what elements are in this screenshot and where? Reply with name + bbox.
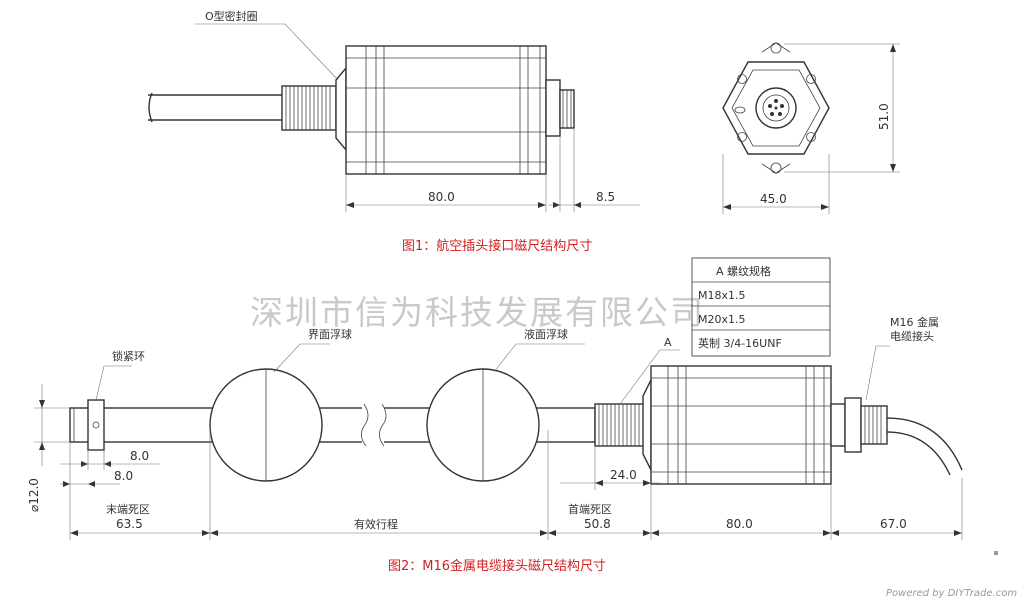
fig1-dim-80: 80.0: [428, 190, 455, 204]
fig1-cable: [148, 94, 282, 121]
fig1-connector-thread: [562, 90, 572, 128]
fig2-head-body: [650, 365, 832, 485]
fig1-dim-arrows-85: [553, 202, 581, 208]
fig2-thread-leader: [619, 349, 680, 405]
fig2-head-edges: [651, 377, 831, 473]
fig2-gland-label-1: M16 金属: [890, 315, 939, 329]
fig2-break-symbol: [361, 403, 387, 447]
fig1-dim-51: 51.0: [877, 103, 891, 130]
watermark: 深圳市信为科技发展有限公司: [250, 293, 705, 332]
thread-row-2: M20x1.5: [698, 313, 746, 326]
fig2-stroke-label: 有效行程: [354, 517, 398, 531]
fig2-lock-ring: [87, 399, 105, 451]
thread-table-rules: [692, 281, 830, 331]
fig2-liquid-leader: [493, 343, 585, 373]
fig1-oring-label: O型密封圈: [205, 9, 258, 23]
fig2-dim-cable: 67.0: [880, 517, 907, 531]
fig2-gland-nut: [844, 397, 862, 453]
fig1-height-extensions: [784, 43, 900, 173]
thread-spec-table: A 螺纹规格 M18x1.5 M20x1.5 英制 3/4-16UNF: [691, 257, 831, 357]
fig2-head-bands: [667, 366, 825, 484]
fig1-oring-leader: [195, 23, 339, 81]
fig1-dim-45: 45.0: [760, 192, 787, 206]
fig2-gland-base: [830, 403, 846, 447]
fig2-hex-nut: [642, 379, 652, 471]
fig1-body-edges: [346, 57, 546, 163]
fig2-end-dead-label: 末端死区: [106, 502, 150, 516]
fig2-assembly: 锁紧环 界面浮球 液面浮球 A M16 金属 电缆接头 ⌀12.0 8.0 8.…: [27, 315, 963, 540]
fig2-cable: [886, 417, 963, 476]
fig1-cable-cut: [148, 92, 153, 123]
fig2-dim-extensions: [69, 430, 963, 540]
fig2-dim-dia: ⌀12.0: [27, 478, 41, 512]
fig2-dim-8b: 8.0: [114, 469, 133, 483]
thread-table-header: A 螺纹规格: [716, 264, 771, 278]
fig2-gland-label-2: 电缆接头: [890, 330, 934, 343]
fig1-connector-inner: [762, 94, 790, 122]
fig1-side-view: O型密封圈 80.0 8.5: [148, 9, 640, 212]
fig2-caption: 图2：M16金属电缆接头磁尺结构尺寸: [388, 558, 606, 574]
fig1-thread-fitting: [281, 85, 337, 131]
fig1-bolt-top: [770, 42, 782, 54]
fig2-dim-arrows-8b: [63, 481, 95, 487]
fig1-connector-pins: [768, 99, 784, 116]
fig2-lock-ring-label: 锁紧环: [112, 349, 145, 363]
fig1-end-view: 45.0 51.0: [722, 42, 900, 214]
fig1-bolt-1: [737, 74, 747, 84]
fig1-bolt-2: [806, 74, 816, 84]
fig2-interface-label: 界面浮球: [308, 327, 352, 341]
fig2-dim-arrows-8a: [81, 461, 111, 467]
fig1-bolt-3: [737, 132, 747, 142]
fig2-interface-leader: [273, 343, 330, 373]
fig1-connector-outer: [755, 87, 797, 129]
fig1-bolt-4: [806, 132, 816, 142]
fig1-hex-nut: [335, 66, 347, 152]
footer-credit: Powered by DIYTrade.com: [886, 588, 1017, 599]
fig2-dia-extensions: [34, 407, 70, 443]
fig2-dim-end-dead: 63.5: [116, 517, 143, 531]
fig1-bolt-lugs: [761, 42, 791, 174]
fig2-thread-marker: A: [664, 336, 672, 349]
thread-row-3: 英制 3/4-16UNF: [698, 336, 782, 350]
fig1-connector-base: [545, 79, 561, 137]
fig2-gland-thread: [864, 406, 882, 444]
fig1-dim-extensions: [345, 128, 575, 212]
fig2-lock-ring-screw: [92, 421, 100, 429]
fig1-main-body: [345, 45, 547, 175]
fig1-bolt-bottom: [770, 162, 782, 174]
fig1-body-bands: [365, 46, 541, 174]
fig2-head-dead-label: 首端死区: [568, 502, 612, 516]
fig2-break-gap: [362, 404, 384, 446]
fig2-lock-ring-leader: [95, 365, 132, 401]
fig2-gland-leader: [865, 345, 890, 401]
fig2-dim-head-dead: 50.8: [584, 517, 611, 531]
fig1-caption: 图1：航空插头接口磁尺结构尺寸: [402, 238, 592, 254]
thread-table-frame: [691, 257, 831, 357]
fig1-small-oval: [734, 106, 746, 114]
fig1-hex-inner: [731, 69, 821, 147]
corner-mark: [994, 551, 998, 555]
fig2-dim-24: 24.0: [610, 468, 637, 482]
fig2-liquid-label: 液面浮球: [524, 327, 568, 341]
fig2-dim-8a: 8.0: [130, 449, 149, 463]
fig1-end-extensions: [722, 154, 830, 214]
thread-row-1: M18x1.5: [698, 289, 746, 302]
fig2-thread-lines: [598, 404, 640, 446]
fig1-thread-lines: [285, 86, 331, 130]
fig2-dim-body: 80.0: [726, 517, 753, 531]
fig1-dim-85: 8.5: [596, 190, 615, 204]
